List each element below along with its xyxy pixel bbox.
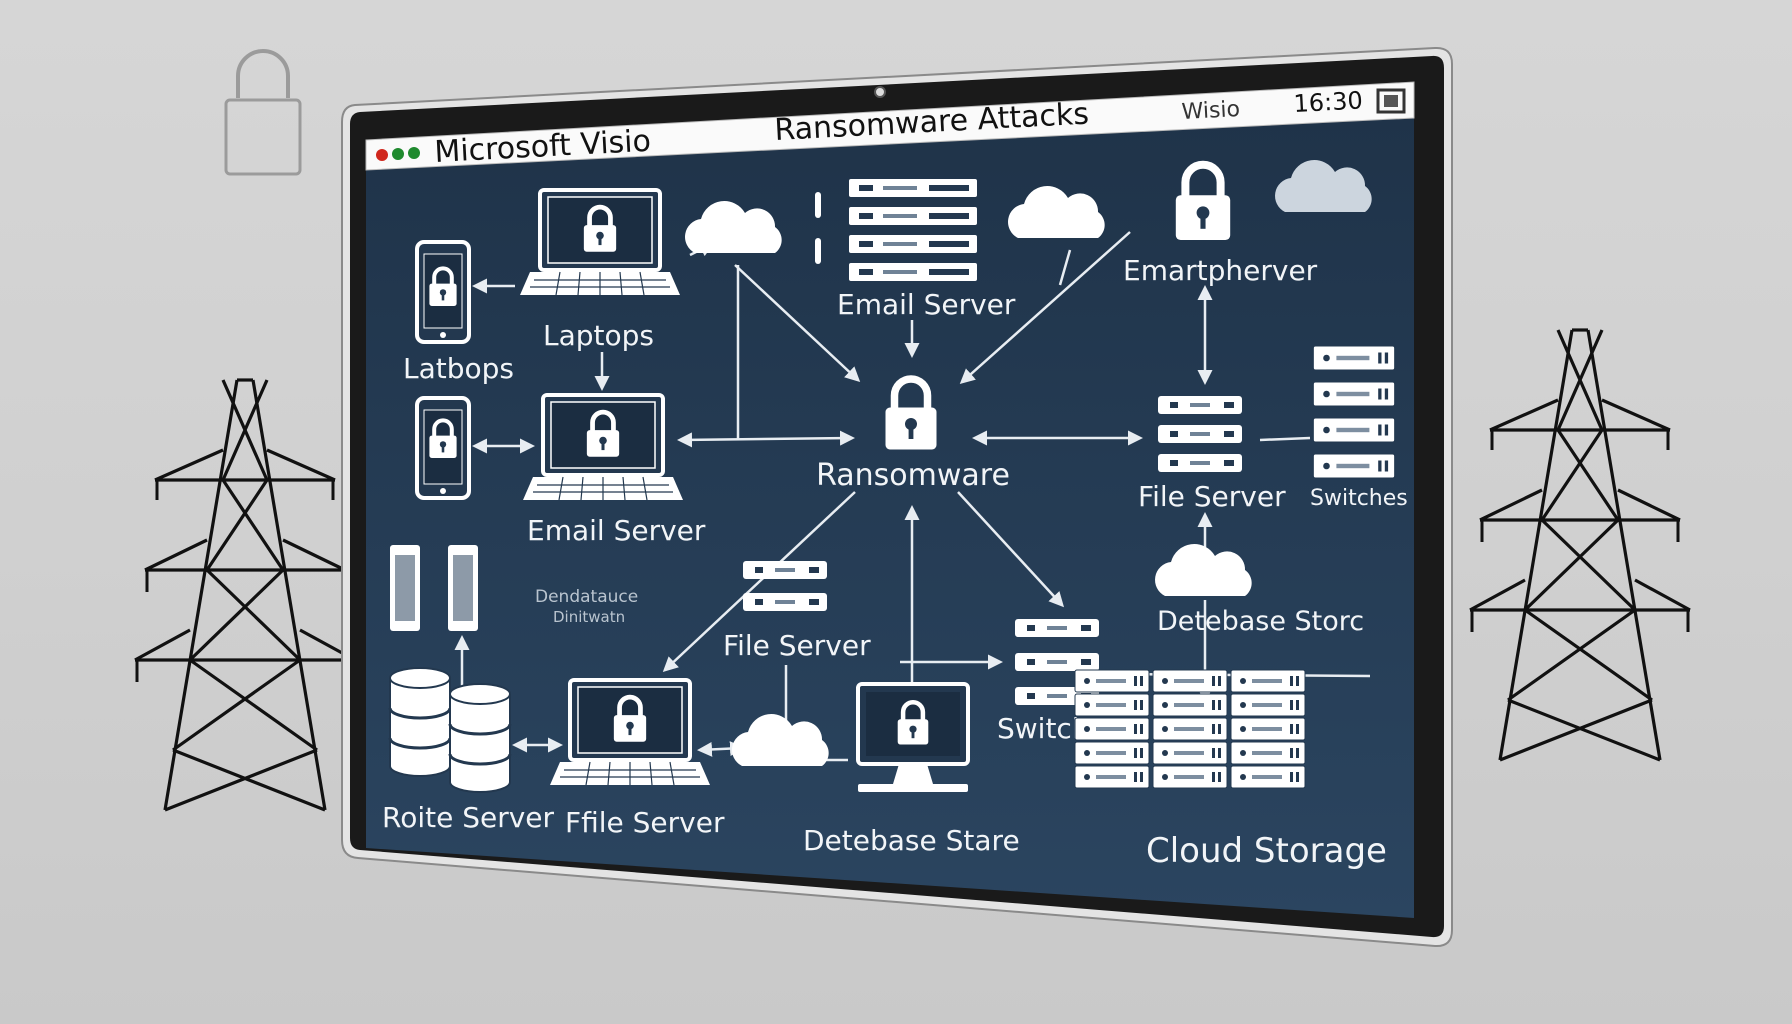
file-server-right-label: File Server (1138, 480, 1286, 513)
cloud-storage-label: Cloud Storage (1146, 831, 1387, 871)
phone-icon[interactable] (415, 396, 471, 500)
desktop-icon[interactable] (856, 682, 970, 792)
database-icon[interactable] (388, 666, 512, 794)
email-server-rack[interactable] (815, 179, 977, 281)
latbops-label: Latbops (403, 352, 514, 385)
camera-icon (874, 86, 886, 98)
file-server-center-label: File Server (723, 629, 871, 662)
ffile-server-label: Ffile Server (565, 806, 725, 839)
app-short-label: Wisio (1181, 97, 1241, 125)
cloud-icon (1275, 160, 1372, 212)
database-storage-right-label: Detebase Storc (1157, 606, 1364, 637)
power-tower-icon (1468, 328, 1692, 762)
email-server-top-label: Email Server (837, 288, 1016, 321)
ransomware-node[interactable]: Ransomware (816, 379, 1010, 493)
switches-right-label: Switches (1310, 486, 1408, 511)
ransomware-label: Ransomware (816, 458, 1010, 493)
background-lock-icon (224, 49, 302, 176)
zoom-button[interactable] (408, 147, 420, 159)
laptop-icon[interactable] (521, 393, 685, 502)
clock: 16:30 (1293, 86, 1364, 118)
close-button[interactable] (376, 149, 388, 161)
database-small-label: Dendatauce (535, 587, 638, 607)
email-server-mid-label: Email Server (527, 514, 706, 547)
database-stare-label: Detebase Stare (803, 824, 1020, 857)
minimize-button[interactable] (392, 148, 404, 160)
route-server-label: Roite Server (382, 801, 555, 834)
phone-icon[interactable] (415, 240, 471, 344)
smartphone-server-label: Emartpherver (1123, 254, 1318, 287)
small-device-icon[interactable] (390, 545, 478, 631)
database-small-label-2: Dinitwatn (553, 608, 625, 626)
window-control-icon[interactable] (1376, 88, 1406, 114)
file-server-rack[interactable] (1158, 396, 1242, 472)
cloud-storage-rack[interactable] (1074, 669, 1306, 789)
laptops-label: Laptops (543, 319, 654, 352)
laptop-icon[interactable] (518, 188, 682, 297)
power-tower-icon (133, 378, 357, 812)
laptop-icon[interactable] (548, 678, 712, 787)
